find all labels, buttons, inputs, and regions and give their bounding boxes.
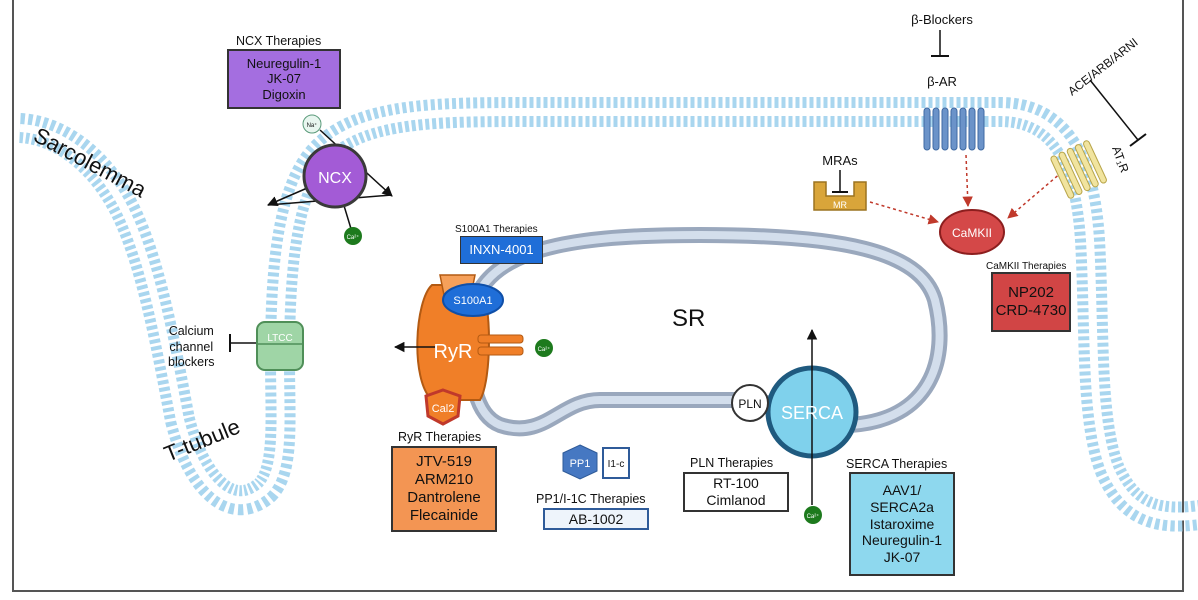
pp1-label: PP1 — [570, 458, 591, 470]
serca-therapies-box: AAV1/ SERCA2a Istaroxime Neuregulin-1 JK… — [849, 472, 955, 576]
figure-frame — [12, 0, 1184, 592]
mr-label: MR — [833, 200, 847, 210]
serca-therapies-title: SERCA Therapies — [846, 457, 948, 471]
ncx-therapies-box: Neuregulin-1 JK-07 Digoxin — [227, 49, 341, 109]
pln-therapies-box: RT-100 Cimlanod — [683, 472, 789, 512]
serca-label: SERCA — [781, 403, 843, 423]
na-ion-label: Na⁺ — [307, 122, 318, 129]
camkii-label: CaMKII — [952, 226, 992, 240]
ncx-therapies-title: NCX Therapies — [236, 34, 322, 48]
i1c-label: I1-c — [608, 459, 625, 470]
calcium-channel-blockers-label: Calcium channel blockers — [168, 324, 215, 370]
at1r-receptor — [1050, 140, 1107, 199]
ltcc-channel: LTCC — [229, 321, 304, 371]
serca-pump: SERCA PLN Ca²⁺ — [731, 328, 859, 524]
ryr-receptor: RyR S100A1 Cal2 Ca²⁺ — [393, 274, 553, 426]
mr-receptor: MR MRAs — [813, 153, 867, 211]
pp1-complex: PP1 I1-c — [562, 444, 630, 480]
at1r-label: AT₁R — [1109, 144, 1132, 175]
pp1-therapies-box: AB-1002 — [543, 508, 649, 530]
ltcc-label: LTCC — [267, 333, 292, 344]
sarcolemma-label: Sarcolemma — [30, 122, 151, 202]
sr-membrane — [461, 226, 948, 437]
sr-label: SR — [672, 305, 705, 332]
s100a1-label: S100A1 — [453, 295, 492, 307]
s100a1-therapies-box: INXN-4001 — [460, 236, 543, 264]
pln-label: PLN — [738, 397, 761, 411]
beta-ar-label: β-AR — [927, 74, 957, 89]
cal2-label: Cal2 — [432, 403, 455, 415]
ryr-therapies-box: JTV-519 ARM210 Dantrolene Flecainide — [391, 446, 497, 532]
ncx-label: NCX — [318, 170, 352, 187]
ryr-label: RyR — [434, 341, 473, 363]
beta-blockers-label: β-Blockers — [911, 12, 973, 27]
ncx-exchanger: NCX Na⁺ Ca²⁺ — [267, 114, 393, 245]
camkii-pathway: CaMKII — [869, 154, 1063, 255]
ncx-ca-ion-label: Ca²⁺ — [347, 234, 360, 241]
mras-label: MRAs — [822, 153, 858, 168]
camkii-therapies-box: NP202 CRD-4730 — [991, 272, 1071, 332]
ace-inhibition — [1089, 79, 1147, 147]
ace-arb-arni-label: ACE/ARB/ARNI — [1065, 35, 1140, 98]
ryr-ca-ion-label: Ca²⁺ — [538, 346, 551, 353]
serca-ca-ion-label: Ca²⁺ — [807, 513, 820, 520]
pln-therapies-title: PLN Therapies — [690, 456, 774, 470]
beta-ar-receptor: β-Blockers β-AR — [911, 12, 985, 151]
sarcolemma-membrane — [18, 97, 1198, 532]
ryr-therapies-title: RyR Therapies — [398, 430, 482, 444]
camkii-therapies-title: CaMKII Therapies — [986, 261, 1067, 272]
pp1-therapies-title: PP1/I-1C Therapies — [536, 492, 646, 506]
s100a1-therapies-title: S100A1 Therapies — [455, 224, 538, 235]
